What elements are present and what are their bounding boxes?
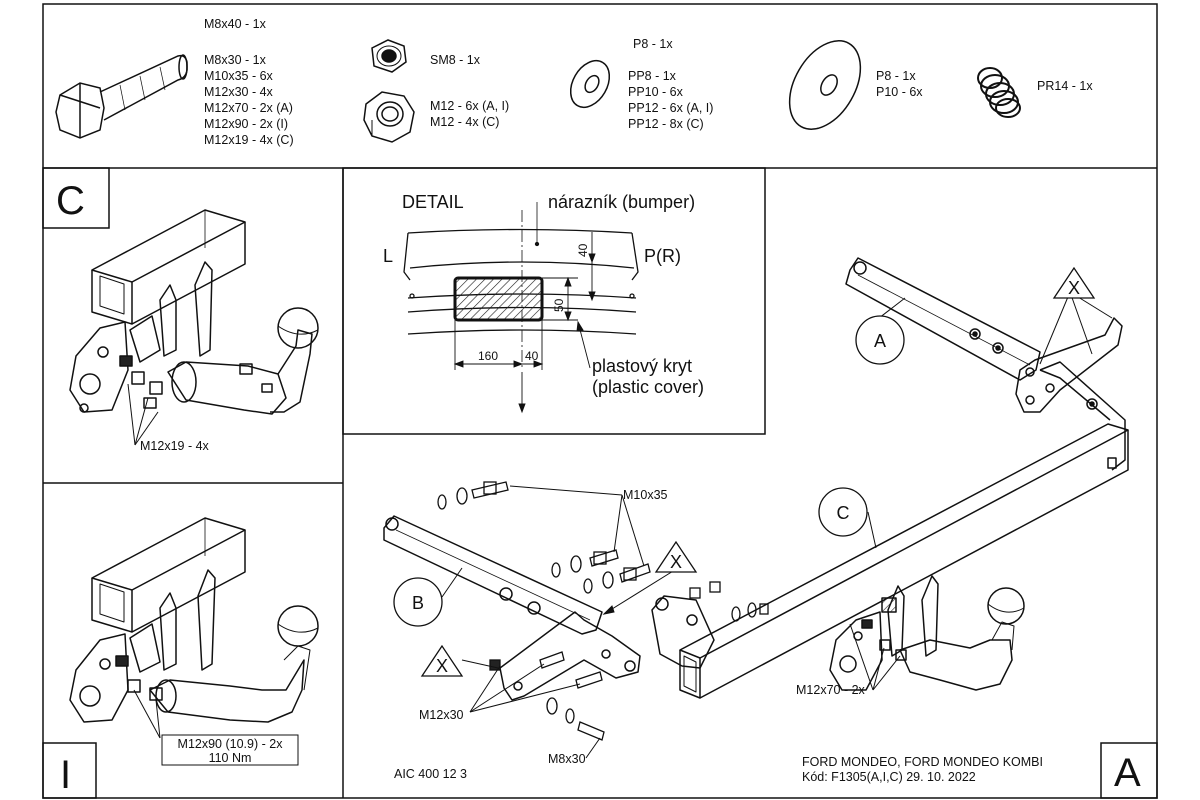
hex-nut-icon [363,91,415,143]
part-b-label: B [393,577,443,627]
panel-i-callout-leaders [133,689,161,739]
crossbar-c-drawing [679,398,1129,699]
p-washer-list: P8 - 1x P10 - 6x [876,69,923,99]
m12x70-callout: M12x70 - 2x [796,683,866,697]
pp-washer-list: PP8 - 1x PP10 - 6x PP12 - 6x (A, I) PP12… [628,69,717,131]
small-washer-icon [569,59,611,109]
svg-text:A: A [874,331,886,351]
dim-40-horizontal: 40 [525,349,539,363]
sm8-label: SM8 - 1x [430,53,481,67]
large-washer-icon [788,40,862,130]
warning-x-marker-top: X [1052,266,1096,299]
cover-label-line2: (plastic cover) [592,377,704,397]
p8-top-label: P8 - 1x [633,37,673,51]
detail-title: DETAIL [402,192,464,212]
drawing-frame [42,3,1158,799]
towball-assembly-drawing [829,575,1025,691]
kod-label: Kód: F1305(A,I,C) 29. 10. 2022 [802,770,976,784]
cover-label-line1: plastový kryt [592,356,692,376]
bracket-b-drawing [383,515,715,701]
dim-40-vertical: 40 [576,243,590,257]
sensor-cutout [453,276,544,322]
corner-letter-a: A [1114,751,1141,795]
detail-right-label: P(R) [644,246,681,266]
svg-text:C: C [837,503,850,523]
svg-text:X: X [670,552,682,572]
pr14-label: PR14 - 1x [1037,79,1093,93]
dim-160: 160 [478,349,498,363]
panel-i-callout-line2: 110 Nm [209,751,252,765]
bolt-icon [55,54,188,139]
panel-c-towbar-drawing [69,209,319,415]
panel-i-callout-box [161,734,299,766]
drawing-code: AIC 400 12 3 [394,767,467,781]
m10x35-callout: M10x35 [623,488,668,502]
lock-nut-icon [371,39,407,73]
panel-c-callout: M12x19 - 4x [140,439,210,453]
vehicle-label: FORD MONDEO, FORD MONDEO KOMBI [802,755,1043,769]
m12-nut-list: M12 - 6x (A, I) M12 - 4x (C) [430,99,513,129]
m12x30-callout: M12x30 [419,708,464,722]
svg-text:X: X [1068,278,1080,298]
dim-50: 50 [552,298,566,312]
panel-i-letter: I [60,753,71,797]
detail-dimensions [453,232,596,414]
panel-i-towbar-drawing [69,517,319,723]
warning-x-marker-bottom: X [420,644,464,677]
bolt-list: M8x30 - 1x M10x35 - 6x M12x30 - 4x M12x7… [204,53,296,147]
part-c-label: C [818,487,868,537]
fastener-set-drawing [437,481,769,741]
spring-icon [977,67,1021,118]
detail-left-label: L [383,246,393,266]
bumper-label: nárazník (bumper) [548,192,695,212]
warning-x-marker-middle: X [654,540,698,573]
panel-i-callout-line1: M12x90 (10.9) - 2x [178,737,284,751]
svg-text:B: B [412,593,424,613]
bolt-m8x40-label: M8x40 - 1x [204,17,267,31]
panel-c-letter: C [56,179,85,223]
callout-leaders [441,291,1113,759]
m8x30-callout: M8x30 [548,752,586,766]
svg-text:X: X [436,656,448,676]
panel-c-callout-leaders [127,383,159,446]
part-a-label: A [855,315,905,365]
